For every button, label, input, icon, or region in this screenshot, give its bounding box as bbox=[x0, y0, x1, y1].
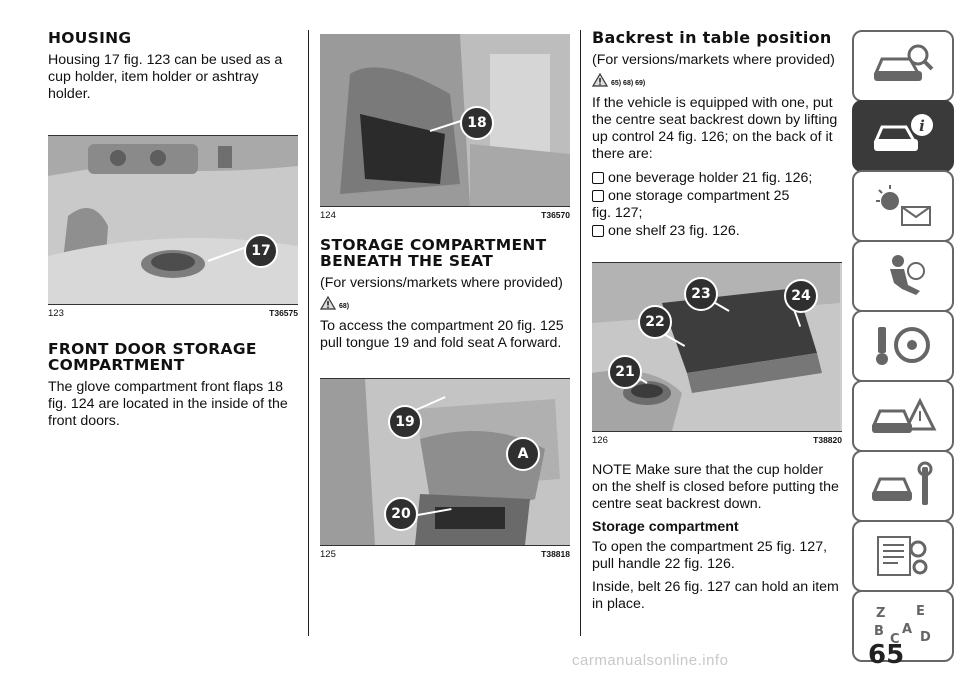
figure-123-code: T36575 bbox=[269, 308, 298, 318]
warning-triangle-icon bbox=[592, 73, 608, 87]
car-wrench-icon bbox=[871, 461, 933, 505]
figure-123-caption: 123 T36575 bbox=[48, 304, 298, 319]
dashboard-cupholder-illustration bbox=[48, 136, 298, 304]
heading-front-door: FRONT DOOR STORAGE COMPARTMENT bbox=[48, 340, 257, 374]
bullet-item: one beverage holder 21 fig. 126; bbox=[592, 169, 840, 187]
callout-22: 22 bbox=[638, 305, 672, 339]
heading-storage-seat: STORAGE COMPARTMENT BENEATH THE SEAT bbox=[320, 236, 547, 270]
figure-125-number: 125 bbox=[320, 549, 336, 560]
tab-starting-driving[interactable] bbox=[852, 310, 954, 382]
svg-text:i: i bbox=[919, 117, 925, 135]
tab-knowing-vehicle[interactable] bbox=[852, 30, 954, 102]
tab-servicing[interactable] bbox=[852, 450, 954, 522]
callout-A: A bbox=[506, 437, 540, 471]
tab-safety[interactable] bbox=[852, 240, 954, 312]
heading-storage-compartment: Storage compartment bbox=[592, 519, 739, 535]
text-fig127: fig. 127; bbox=[592, 205, 643, 221]
text-versions: (For versions/markets where provided) bbox=[320, 275, 563, 291]
breakdown-triangle-icon bbox=[871, 397, 937, 433]
svg-text:C: C bbox=[890, 632, 900, 647]
svg-text:E: E bbox=[916, 604, 925, 619]
column-divider-1 bbox=[308, 30, 309, 636]
text-open: To open the compartment 25 fig. 127, pul… bbox=[592, 539, 828, 572]
callout-24: 24 bbox=[784, 279, 818, 313]
checkbox-bullet-icon bbox=[592, 172, 604, 184]
text-housing: Housing 17 fig. 123 can be used as a cup… bbox=[48, 52, 283, 102]
callout-20: 20 bbox=[384, 497, 418, 531]
text-equipped: If the vehicle is equipped with one, put… bbox=[592, 95, 838, 162]
warning-ref-text-2: 65) 68) 69) bbox=[611, 80, 646, 87]
watermark: carmanualsonline.info bbox=[572, 652, 729, 669]
callout-18: 18 bbox=[460, 106, 494, 140]
figure-126-number: 126 bbox=[592, 435, 608, 446]
figure-125-caption: 125 T38818 bbox=[320, 545, 570, 560]
figure-126-code: T38820 bbox=[813, 435, 842, 445]
figure-126-caption: 126 T38820 bbox=[592, 431, 842, 446]
warning-ref-text: 68) bbox=[339, 303, 350, 310]
svg-text:B: B bbox=[874, 624, 884, 639]
figure-126: 23 24 22 21 126 T38820 bbox=[592, 262, 842, 446]
figure-125: 19 A 20 125 T38818 bbox=[320, 378, 570, 560]
figure-124: 18 124 T36570 bbox=[320, 34, 570, 221]
text-front-door: The glove compartment front flaps 18 fig… bbox=[48, 379, 288, 429]
checkbox-bullet-icon bbox=[592, 225, 604, 237]
tab-getting-to-know[interactable]: i bbox=[852, 100, 954, 172]
figure-126-photo: 23 24 22 21 bbox=[592, 262, 842, 431]
figure-124-code: T36570 bbox=[541, 210, 570, 220]
bullet-item: one shelf 23 fig. 126. bbox=[592, 222, 840, 240]
car-info-icon: i bbox=[873, 114, 933, 151]
warning-reference-2: 65) 68) 69) bbox=[592, 71, 840, 87]
callout-17: 17 bbox=[244, 234, 278, 268]
svg-text:D: D bbox=[920, 630, 931, 645]
column-left: HOUSING Housing 17 fig. 123 can be used … bbox=[48, 30, 298, 436]
figure-124-number: 124 bbox=[320, 210, 336, 221]
bullet-item: one storage compartment 25 bbox=[592, 187, 840, 205]
heading-backrest: Backrest in table position bbox=[592, 28, 832, 47]
warning-triangle-icon bbox=[320, 296, 336, 310]
alphabet-index-icon: Z E B CAD bbox=[874, 604, 931, 647]
callout-19: 19 bbox=[388, 405, 422, 439]
door-storage-illustration bbox=[320, 34, 570, 206]
tab-dashboard-lights[interactable] bbox=[852, 170, 954, 242]
figure-123-photo: 17 bbox=[48, 135, 298, 304]
column-right: Backrest in table position (For versions… bbox=[592, 28, 842, 619]
airbag-icon bbox=[890, 255, 925, 295]
warning-lights-icon bbox=[876, 185, 931, 226]
figure-123: 17 123 T36575 bbox=[48, 135, 298, 319]
settings-list-icon bbox=[877, 536, 928, 576]
page-number: 65 bbox=[868, 640, 905, 670]
text-note: NOTE Make sure that the cup holder on th… bbox=[592, 462, 839, 512]
text-access: To access the compartment 20 fig. 125 pu… bbox=[320, 318, 564, 351]
tab-emergency[interactable] bbox=[852, 380, 954, 452]
figure-125-photo: 19 A 20 bbox=[320, 378, 570, 545]
figure-124-caption: 124 T36570 bbox=[320, 206, 570, 221]
warning-reference: 68) bbox=[320, 294, 570, 310]
figure-124-photo: 18 bbox=[320, 34, 570, 206]
column-middle: 18 124 T36570 STORAGE COMPARTMENT BENEAT… bbox=[320, 30, 570, 560]
tab-technical-data[interactable] bbox=[852, 520, 954, 592]
heading-housing: HOUSING bbox=[48, 29, 132, 47]
checkbox-bullet-icon bbox=[592, 190, 604, 202]
callout-23: 23 bbox=[684, 277, 718, 311]
svg-text:Z: Z bbox=[876, 606, 885, 621]
column-divider-2 bbox=[580, 30, 581, 636]
car-search-icon bbox=[873, 44, 934, 81]
svg-text:A: A bbox=[902, 622, 912, 637]
steering-key-icon bbox=[876, 327, 930, 365]
figure-123-number: 123 bbox=[48, 308, 64, 319]
text-versions-2: (For versions/markets where provided) bbox=[592, 52, 835, 68]
callout-21: 21 bbox=[608, 355, 642, 389]
text-inside: Inside, belt 26 fig. 127 can hold an ite… bbox=[592, 579, 839, 612]
figure-125-code: T38818 bbox=[541, 549, 570, 559]
